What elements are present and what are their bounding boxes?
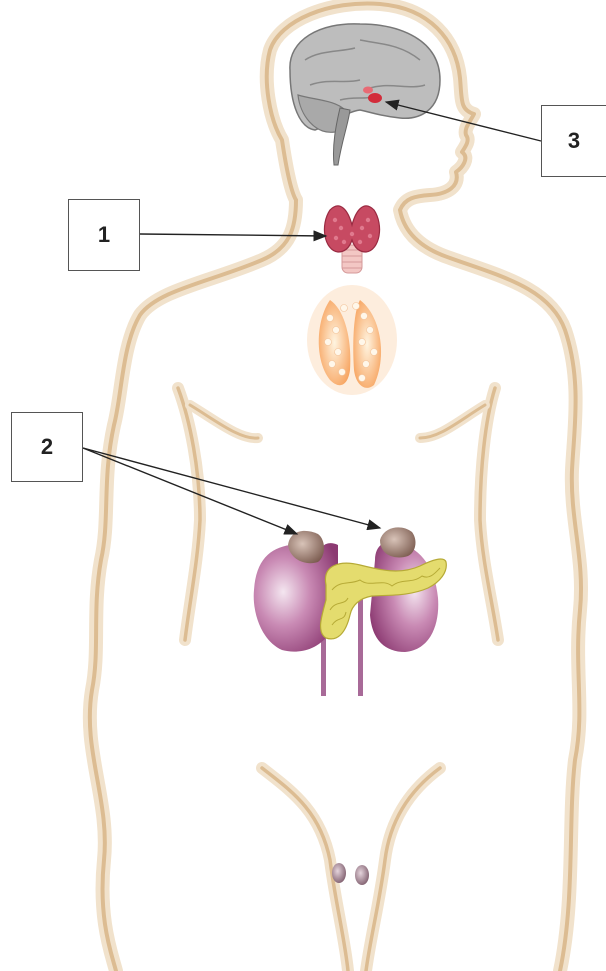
callout-label-1: 1 <box>98 222 110 248</box>
brain <box>290 24 440 165</box>
right-kidney <box>370 542 438 652</box>
testes <box>332 863 369 885</box>
arrow-1 <box>140 234 326 236</box>
callout-label-3: 3 <box>568 128 580 154</box>
callout-box-2: 2 <box>11 412 83 482</box>
callout-label-2: 2 <box>41 434 53 460</box>
callout-box-1: 1 <box>68 199 140 271</box>
thymus-gland <box>307 285 397 395</box>
thyroid-gland <box>324 206 379 273</box>
callout-box-3: 3 <box>541 105 606 177</box>
arrow-2b <box>83 448 380 528</box>
